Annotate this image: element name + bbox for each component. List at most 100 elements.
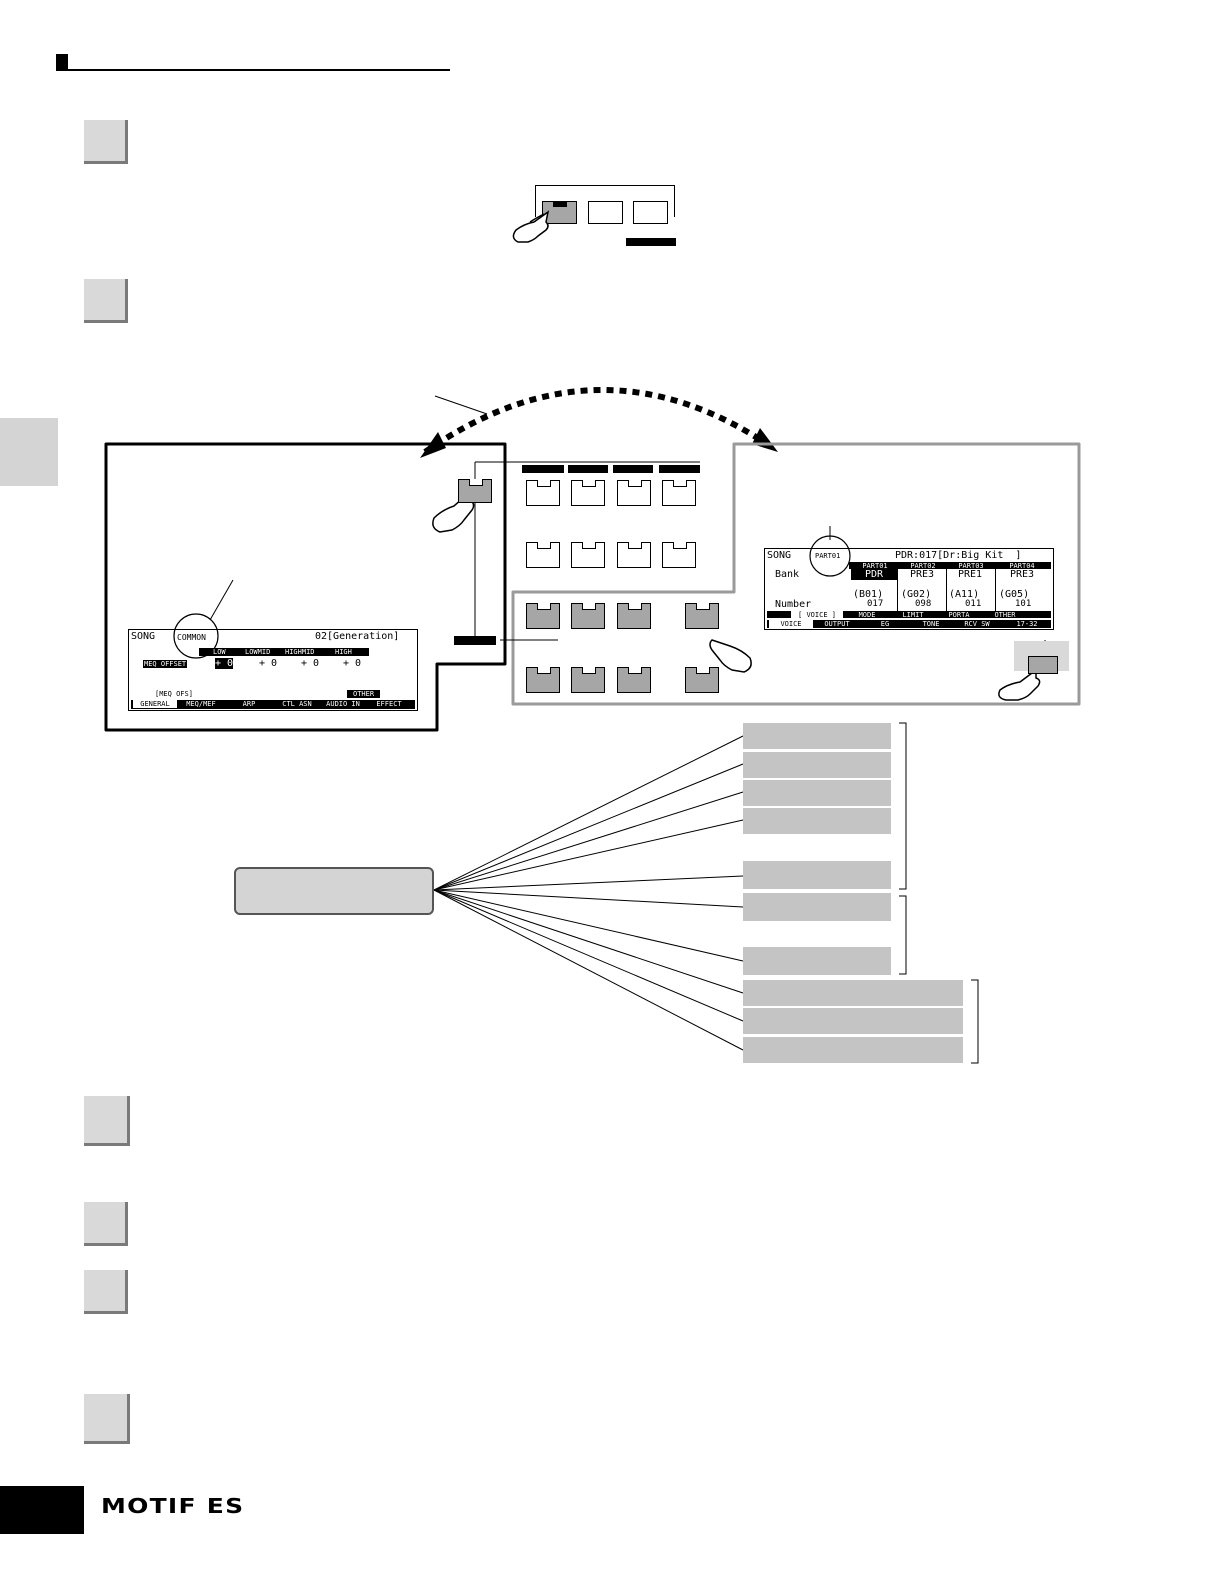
- lcd-section: PART01: [815, 552, 841, 560]
- parameter-box: [743, 752, 891, 778]
- parameter-box: [743, 808, 891, 834]
- parameter-box: [743, 780, 891, 806]
- tab-audio-in[interactable]: AUDIO IN: [326, 700, 360, 708]
- tab-17-32[interactable]: 17-32: [1016, 620, 1038, 628]
- step-box-1: [84, 120, 128, 164]
- subtab-mode[interactable]: MODE: [858, 611, 876, 619]
- page-number-tab: [0, 1486, 84, 1534]
- track-select-button[interactable]: [458, 479, 492, 503]
- tab-meq-mef[interactable]: MEQ/MEF: [186, 700, 216, 708]
- step-box-6: [84, 1394, 130, 1444]
- bank-label: Bank: [775, 569, 800, 580]
- tab-output[interactable]: OUTPUT: [824, 620, 850, 628]
- subtab-label[interactable]: [MEQ OFS]: [155, 690, 193, 698]
- number-button[interactable]: [617, 542, 651, 568]
- tab-eg[interactable]: EG: [880, 620, 890, 628]
- band-label: LOWMID: [245, 648, 271, 656]
- meq-value[interactable]: + 0: [259, 658, 278, 669]
- subtab-label[interactable]: OTHER: [347, 690, 381, 698]
- button-label-bar: [613, 465, 653, 473]
- tab-effect[interactable]: EFFECT: [376, 700, 402, 708]
- part-button[interactable]: [685, 667, 719, 693]
- bank-value[interactable]: PRE3: [909, 569, 935, 580]
- number-code: (G05): [999, 589, 1030, 600]
- lcd-song-name: 02[Generation]: [315, 631, 400, 642]
- section-rule: [56, 69, 450, 71]
- button-label-bar: [568, 465, 608, 473]
- part-button[interactable]: [571, 603, 605, 629]
- subtab-limit[interactable]: LIMIT: [902, 611, 924, 619]
- tab-ctl-asn[interactable]: CTL ASN: [282, 700, 312, 708]
- part-button[interactable]: [617, 603, 651, 629]
- tab-tone[interactable]: TONE: [922, 620, 940, 628]
- button-label-bar: [522, 465, 564, 473]
- band-label: HIGHMID: [285, 648, 315, 656]
- number-button[interactable]: [617, 480, 651, 506]
- tab-general[interactable]: GENERAL: [133, 700, 177, 708]
- band-label: HIGH: [335, 648, 352, 656]
- song-mode-button[interactable]: [542, 201, 577, 224]
- brand-logo: MOTIF ES: [101, 1494, 245, 1518]
- fan-lines: [433, 735, 744, 1051]
- subtab-porta[interactable]: PORTA: [948, 611, 970, 619]
- tab-rcv-sw[interactable]: RCV SW: [964, 620, 990, 628]
- number-button[interactable]: [526, 480, 560, 506]
- number-button[interactable]: [662, 542, 696, 568]
- number-value[interactable]: 098: [915, 599, 932, 609]
- section-marker: [56, 54, 68, 70]
- subtab-voice[interactable]: [ VOICE ]: [791, 611, 843, 619]
- band-label: LOW: [213, 648, 226, 656]
- hand-pointer-icon: [512, 210, 550, 243]
- tab-voice[interactable]: VOICE: [769, 620, 813, 628]
- part-button[interactable]: [685, 603, 719, 629]
- f6-function-button[interactable]: [1028, 656, 1058, 674]
- mode-label-bar: [626, 238, 676, 246]
- number-button[interactable]: [662, 480, 696, 506]
- meq-value[interactable]: + 0: [343, 658, 362, 669]
- number-value[interactable]: 101: [1015, 599, 1032, 609]
- parameter-box: [743, 1037, 963, 1063]
- hand-pointer-icon: [709, 639, 752, 673]
- part-label: PART02: [910, 562, 936, 570]
- number-code: (G02): [901, 589, 932, 600]
- button-label-bar: [454, 636, 496, 645]
- subtab-other[interactable]: OTHER: [994, 611, 1016, 619]
- button-label-bar: [659, 465, 700, 473]
- bank-value[interactable]: PRE3: [1009, 569, 1035, 580]
- parameter-box: [743, 723, 891, 749]
- part-button[interactable]: [571, 667, 605, 693]
- step-box-3: [84, 1096, 130, 1146]
- part-button[interactable]: [617, 667, 651, 693]
- parameter-box: [743, 861, 891, 889]
- mode-button-3[interactable]: [633, 201, 668, 224]
- tab-arp[interactable]: ARP: [242, 700, 256, 708]
- number-value[interactable]: 017: [867, 599, 884, 609]
- lcd-voice-name: PDR:017[Dr:Big Kit ]: [895, 550, 1022, 561]
- number-button[interactable]: [571, 542, 605, 568]
- step-box-4: [84, 1202, 128, 1246]
- part-panel-border: [511, 442, 1081, 706]
- group-bracket-2: [899, 895, 907, 975]
- number-button[interactable]: [526, 542, 560, 568]
- meq-value[interactable]: + 0: [301, 658, 320, 669]
- parameter-box: [743, 893, 891, 921]
- part-button[interactable]: [526, 603, 560, 629]
- bank-value[interactable]: PDR: [851, 569, 897, 580]
- mode-button-2[interactable]: [588, 201, 623, 224]
- common-panel-border: [104, 442, 507, 732]
- number-button[interactable]: [571, 480, 605, 506]
- group-bracket-3: [971, 979, 979, 1064]
- switch-arrow: [423, 387, 775, 455]
- mode-button-group: [535, 185, 675, 217]
- chapter-tab: [0, 418, 58, 486]
- lcd-mode: SONG: [131, 631, 156, 642]
- part-lcd-screen: SONG PART01 PDR:017[Dr:Big Kit ] PART01 …: [764, 548, 1054, 630]
- number-value[interactable]: 011: [965, 599, 982, 609]
- part-label: PART04: [1009, 562, 1035, 570]
- part-button[interactable]: [526, 667, 560, 693]
- parameter-box: [743, 980, 963, 1006]
- step-box-5: [84, 1270, 128, 1314]
- bank-value[interactable]: PRE1: [957, 569, 983, 580]
- meq-value[interactable]: + 0: [215, 658, 234, 669]
